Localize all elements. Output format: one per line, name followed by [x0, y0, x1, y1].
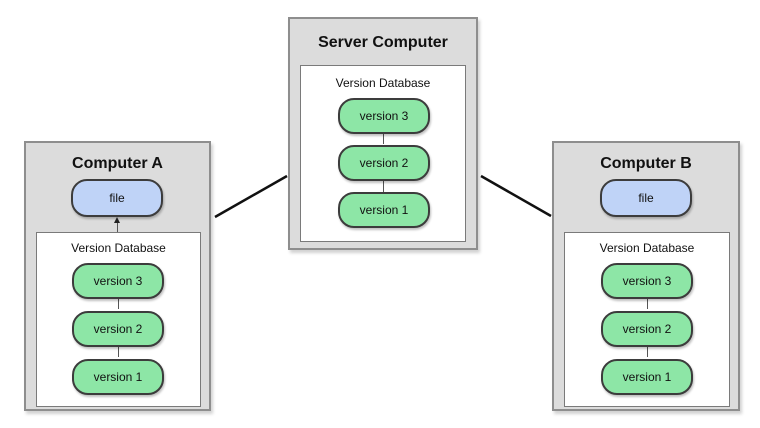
server-version-3: version 3 [338, 98, 430, 134]
computer-a-checkout-arrow [114, 217, 120, 223]
computer-a-version-database: Version Database version 3 version 2 ver… [36, 232, 201, 407]
computer-b-file: file [600, 179, 692, 217]
computer-a-version-link-1 [118, 297, 119, 309]
server-db-label: Version Database [335, 76, 431, 90]
server-version-2: version 2 [338, 145, 430, 181]
computer-b-title: Computer B [600, 155, 692, 172]
server-version-link-2 [383, 180, 384, 192]
computer-a-title: Computer A [72, 155, 163, 172]
server-version-1: version 1 [338, 192, 430, 228]
computer-a-version-1: version 1 [72, 359, 164, 395]
connector-a-to-server [214, 174, 288, 219]
computer-a-file: file [71, 179, 163, 217]
computer-a-version-3: version 3 [72, 263, 164, 299]
computer-a-version-2: version 2 [72, 311, 164, 347]
computer-b-version-3: version 3 [601, 263, 693, 299]
computer-b-db-label: Version Database [599, 241, 695, 255]
server-version-database: Version Database version 3 version 2 ver… [300, 65, 466, 242]
server-version-link-1 [383, 132, 384, 144]
computer-b-version-database: Version Database version 3 version 2 ver… [564, 232, 730, 407]
computer-b-version-link-2 [647, 345, 648, 357]
computer-a: Computer A file Version Database version… [24, 141, 211, 411]
connector-server-to-b [480, 174, 552, 218]
computer-a-checkout-line [117, 221, 118, 233]
server-computer: Server Computer Version Database version… [288, 17, 478, 250]
computer-b-version-2: version 2 [601, 311, 693, 347]
server-title: Server Computer [318, 34, 448, 51]
computer-b: Computer B file Version Database version… [552, 141, 740, 411]
computer-b-version-link-1 [647, 297, 648, 309]
computer-a-db-label: Version Database [71, 241, 166, 255]
computer-b-version-1: version 1 [601, 359, 693, 395]
computer-a-version-link-2 [118, 345, 119, 357]
